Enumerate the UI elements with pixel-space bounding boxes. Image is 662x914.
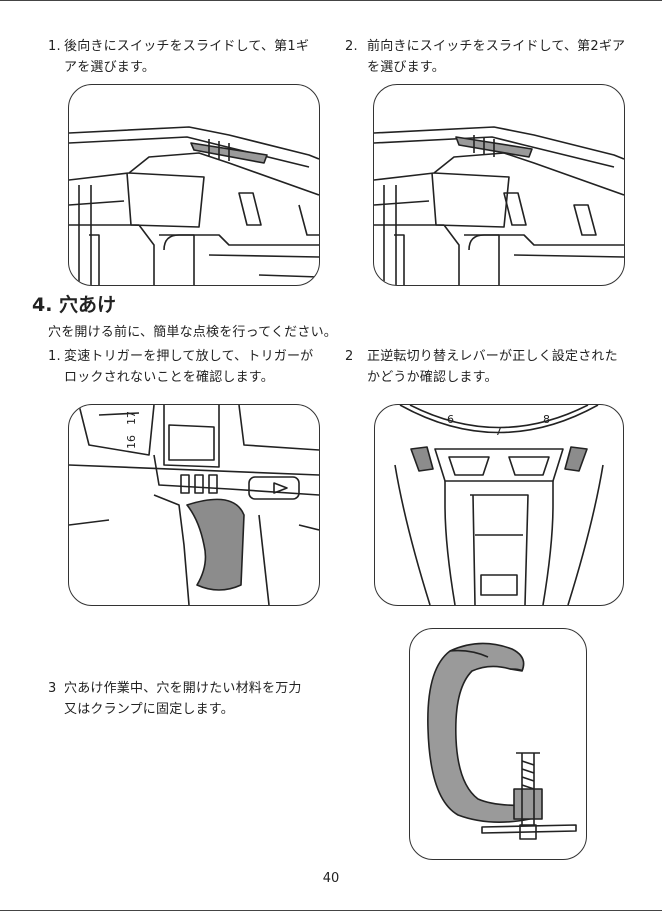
section-title: 4. 穴あけ <box>32 290 116 317</box>
step-number: 2. <box>345 36 367 57</box>
clutch-dial-label: 8 <box>543 413 550 426</box>
step-text-line2: アを選びます。 <box>48 57 309 78</box>
clutch-dial-label: 6 <box>447 413 454 426</box>
step-trigger-check: 1.変速トリガーを押して放して、トリガーが ロックされないことを確認します。 <box>48 346 313 388</box>
page-number: 40 <box>0 871 662 886</box>
torque-dial-label: 16 <box>125 435 138 449</box>
step-text-line2: ロックされないことを確認します。 <box>48 367 313 388</box>
step-number: 1. <box>48 346 64 367</box>
section-intro: 穴を開ける前に、簡単な点検を行ってください。 <box>48 322 337 343</box>
figure-gear-switch-first <box>68 84 320 286</box>
step-text-line1: 前向きにスイッチをスライドして、第2ギア <box>367 39 625 54</box>
bottom-border <box>0 910 662 911</box>
step-text-line2: 又はクランプに固定します。 <box>48 699 302 720</box>
step-text-line2: を選びます。 <box>345 57 625 78</box>
step-1-gear: 1.後向きにスイッチをスライドして、第1ギ アを選びます。 <box>48 36 309 78</box>
step-number: 1. <box>48 36 64 57</box>
step-number: 3 <box>48 678 64 699</box>
top-border <box>0 0 662 1</box>
step-text-line1: 変速トリガーを押して放して、トリガーが <box>64 349 313 364</box>
clutch-dial-label: 7 <box>495 425 502 438</box>
step-text-line2: かどうか確認します。 <box>345 367 618 388</box>
step-number: 2 <box>345 346 367 367</box>
figure-c-clamp <box>409 628 587 860</box>
figure-trigger: 17 16 <box>68 404 320 606</box>
step-text-line1: 穴あけ作業中、穴を開けたい材料を万力 <box>64 681 302 696</box>
figure-direction-lever: 6 7 8 <box>374 404 624 606</box>
torque-dial-label: 17 <box>125 411 138 425</box>
step-2-gear: 2.前向きにスイッチをスライドして、第2ギア を選びます。 <box>345 36 625 78</box>
step-text-line1: 後向きにスイッチをスライドして、第1ギ <box>64 39 309 54</box>
step-text-line1: 正逆転切り替えレバーが正しく設定された <box>367 349 618 364</box>
figure-gear-switch-second <box>373 84 625 286</box>
